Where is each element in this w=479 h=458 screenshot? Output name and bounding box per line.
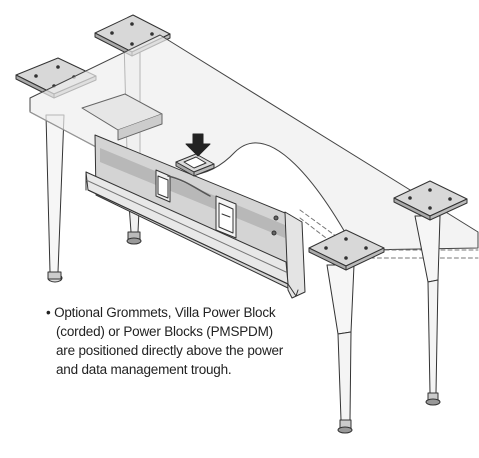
power-data-trough xyxy=(85,134,306,299)
far-right-leg xyxy=(393,180,468,406)
back-left-leg xyxy=(45,114,65,283)
caption-line: are positioned directly above the power xyxy=(56,343,284,358)
grommet xyxy=(81,93,215,177)
caption-line: and data management trough. xyxy=(56,362,232,377)
caption-line: (corded) or Power Blocks (PMSPDM) xyxy=(56,324,273,339)
front-right-leg xyxy=(308,229,385,434)
down-arrow-icon xyxy=(185,133,211,157)
caption-line: • Optional Grommets, Villa Power Block xyxy=(46,305,276,320)
caption-text: • Optional Grommets, Villa Power Block (… xyxy=(46,303,321,379)
